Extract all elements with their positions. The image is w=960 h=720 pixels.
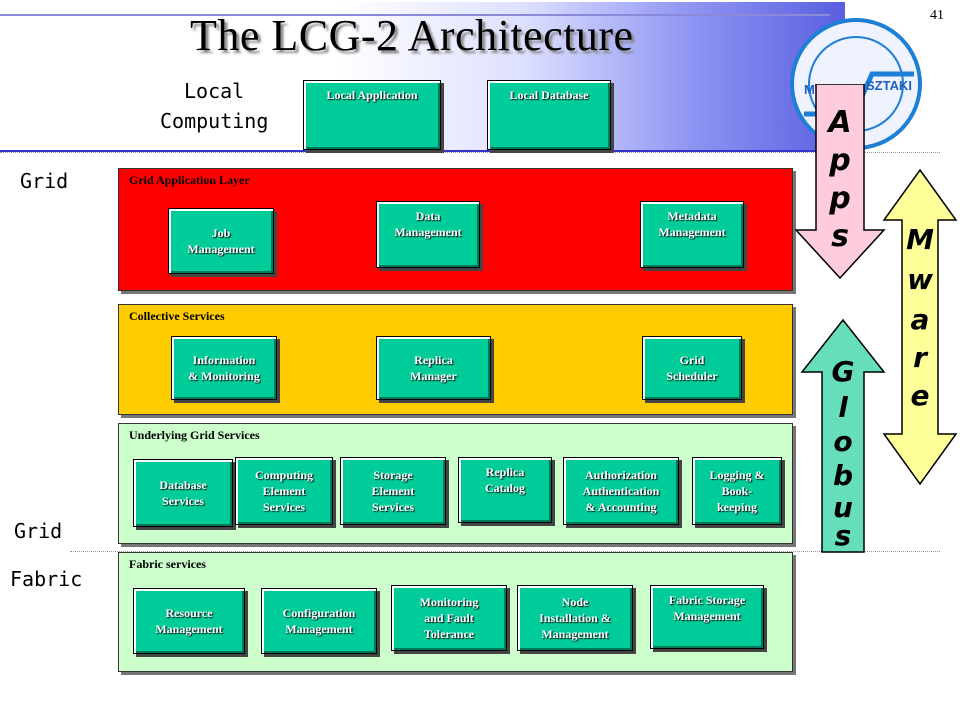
page-number: 41 [930, 8, 944, 23]
grid-bottom-label: Grid [14, 519, 63, 543]
apps-letter-4: s [831, 219, 849, 254]
fabric-label: Fabric [10, 567, 83, 591]
globus-letter-6: s [834, 519, 852, 552]
collective-services-title: Collective Services [129, 309, 225, 323]
logo-sztaki-text: SZTAKI [866, 78, 912, 93]
mware-arrow-shape [882, 168, 958, 486]
configuration-management-box: Configuration Management [261, 588, 377, 654]
authorization-accounting-box: Authorization Authentication & Accountin… [563, 457, 679, 525]
metadata-management-box: Metadata Management [640, 201, 744, 268]
globus-letter-2: l [838, 391, 848, 424]
database-services-box: Database Services [133, 459, 233, 527]
replica-catalog-box: Replica Catalog [458, 457, 552, 523]
grid-application-layer: Grid Application Layer Job Management Da… [118, 168, 793, 291]
apps-letter-2: p [829, 143, 851, 178]
local-label: Local [184, 79, 245, 103]
underlying-grid-services-title: Underlying Grid Services [129, 428, 260, 442]
mware-arrow: M w a r e [882, 168, 958, 486]
fabric-services-layer: Fabric services Resource Management Conf… [118, 552, 793, 672]
grid-top-label: Grid [20, 169, 69, 193]
monitoring-fault-tolerance-box: Monitoring and Fault Tolerance [391, 585, 507, 651]
storage-element-services-box: Storage Element Services [340, 457, 446, 525]
globus-letter-3: o [833, 425, 853, 458]
globus-letter-1: G [831, 355, 855, 388]
job-management-box: Job Management [168, 208, 274, 274]
title-bottom-rule [0, 150, 845, 152]
apps-arrow-shape [794, 84, 886, 280]
apps-arrow: A p p s [794, 84, 886, 280]
grid-application-layer-title: Grid Application Layer [129, 173, 250, 187]
replica-manager-box: Replica Manager [376, 336, 491, 400]
mware-letter-3: a [910, 303, 930, 336]
local-application-box: Local Application [303, 80, 441, 150]
information-monitoring-box: Information & Monitoring [171, 336, 277, 400]
grid-scheduler-box: Grid Scheduler [642, 336, 742, 400]
globus-letter-5: u [833, 491, 853, 524]
mware-letter-2: w [907, 263, 933, 296]
globus-arrow: G l o b u s [800, 318, 886, 554]
page-title: The LCG-2 Architecture [190, 11, 634, 60]
underlying-grid-services-layer: Underlying Grid Services Database Servic… [118, 423, 793, 544]
title-top-rule [0, 14, 830, 16]
fabric-storage-management-box: Fabric Storage Management [650, 585, 764, 649]
local-database-box: Local Database [487, 80, 611, 150]
globus-arrow-shape [800, 318, 886, 553]
separator-local-grid [0, 152, 940, 153]
mware-letter-4: r [913, 341, 927, 374]
node-installation-box: Node Installation & Management [517, 585, 633, 651]
globus-letter-4: b [832, 459, 854, 492]
computing-label: Computing [160, 109, 269, 133]
apps-letter-3: p [829, 181, 851, 216]
apps-letter-1: A [828, 105, 852, 140]
fabric-services-title: Fabric services [129, 557, 206, 571]
data-management-box: Data Management [376, 201, 480, 268]
logging-bookkeeping-box: Logging & Book- keeping [692, 457, 782, 525]
separator-grid-fabric [70, 551, 940, 552]
resource-management-box: Resource Management [133, 588, 245, 654]
mware-letter-1: M [906, 223, 934, 256]
collective-services-layer: Collective Services Information & Monito… [118, 304, 793, 415]
mware-letter-5: e [910, 379, 930, 412]
computing-element-services-box: Computing Element Services [235, 457, 333, 525]
